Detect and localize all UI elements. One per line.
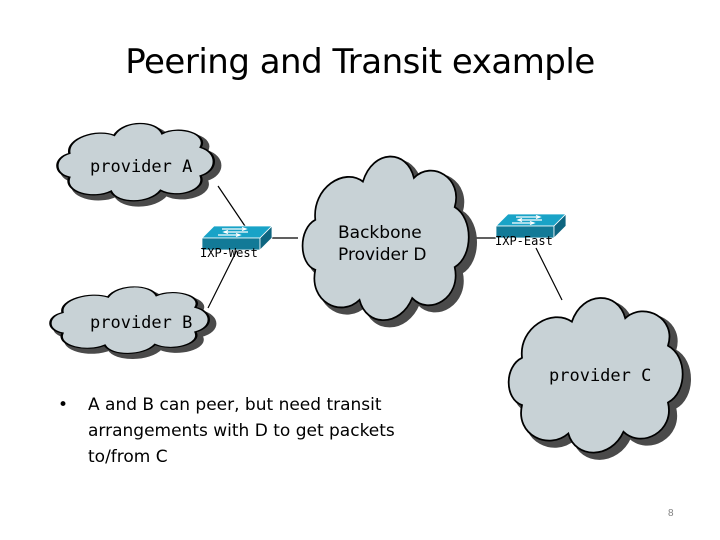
bullet-point: • A and B can peer, but need transit arr…: [58, 392, 438, 470]
label-provider-b: provider B: [90, 313, 193, 333]
backbone-line-2: Provider D: [338, 245, 427, 265]
switch-icon: [495, 213, 567, 239]
link-provider-a-ixp-west: [217, 185, 250, 233]
switch-icon: [201, 225, 273, 251]
label-ixp-west: IXP-West: [200, 246, 258, 260]
label-ixp-east: IXP-East: [495, 234, 553, 248]
label-provider-c: provider C: [549, 366, 652, 386]
bullet-symbol: •: [58, 395, 69, 415]
backbone-line-1: Backbone: [338, 223, 422, 243]
page-number: 8: [668, 508, 674, 519]
slide-title: Peering and Transit example: [125, 42, 595, 82]
label-provider-a: provider A: [90, 157, 193, 177]
bullet-text: A and B can peer, but need transit arran…: [88, 395, 395, 467]
link-ixp-west-provider-b: [207, 247, 239, 309]
link-ixp-east-provider-c: [535, 247, 563, 301]
label-backbone-provider-d: Backbone Provider D: [338, 222, 427, 266]
